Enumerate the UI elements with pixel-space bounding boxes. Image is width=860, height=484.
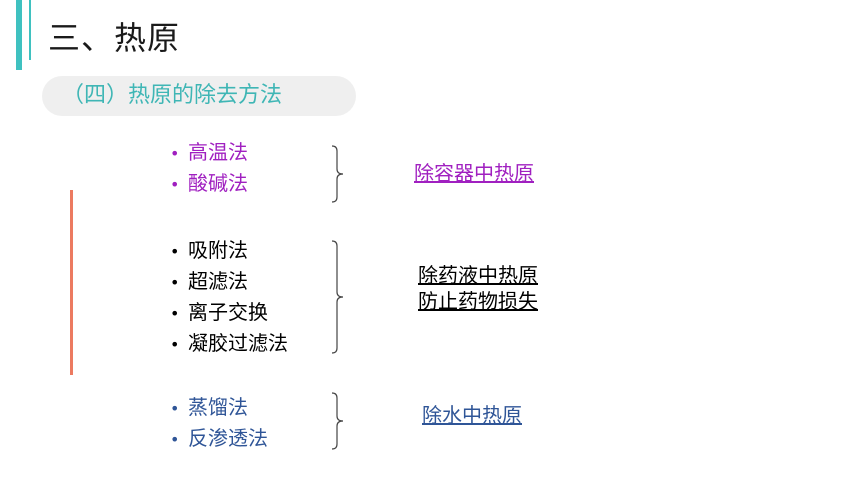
method-item: • 高温法 xyxy=(170,138,248,166)
group-result: 除水中热原 xyxy=(422,402,522,428)
bullet-icon: • xyxy=(170,335,180,354)
page-title: 三、热原 xyxy=(48,19,181,57)
result-line: 防止药物损失 xyxy=(418,289,538,313)
method-label: 高温法 xyxy=(188,140,248,164)
method-label: 蒸馏法 xyxy=(188,395,248,419)
bullet-icon: • xyxy=(170,242,180,261)
method-item: • 超滤法 xyxy=(170,267,248,295)
method-label: 离子交换 xyxy=(188,300,268,324)
result-line: 除容器中热原 xyxy=(414,161,534,185)
bullet-icon: • xyxy=(170,273,180,292)
result-line: 除药液中热原 xyxy=(418,263,538,287)
right-brace-icon xyxy=(331,240,344,354)
group-result: 除药液中热原 防止药物损失 xyxy=(418,262,538,314)
bullet-icon: • xyxy=(170,430,180,449)
title-accent-line xyxy=(29,0,31,60)
right-brace-icon xyxy=(331,145,344,203)
method-item: • 反渗透法 xyxy=(170,424,268,452)
method-label: 超滤法 xyxy=(188,269,248,293)
method-item: • 吸附法 xyxy=(170,236,248,264)
method-item: • 蒸馏法 xyxy=(170,393,248,421)
section-subtitle: （四）热原的除去方法 xyxy=(62,83,283,108)
method-label: 吸附法 xyxy=(188,238,248,262)
result-line: 除水中热原 xyxy=(422,403,522,427)
bullet-icon: • xyxy=(170,399,180,418)
bullet-icon: • xyxy=(170,144,180,163)
method-item: • 酸碱法 xyxy=(170,169,248,197)
group-result: 除容器中热原 xyxy=(414,160,534,186)
title-accent-bar xyxy=(16,0,22,70)
method-label: 反渗透法 xyxy=(188,426,268,450)
bullet-icon: • xyxy=(170,304,180,323)
method-label: 凝胶过滤法 xyxy=(188,331,288,355)
bullet-icon: • xyxy=(170,175,180,194)
method-item: • 凝胶过滤法 xyxy=(170,329,288,357)
subtitle-pill: （四）热原的除去方法 xyxy=(42,76,356,116)
right-brace-icon xyxy=(331,392,344,450)
method-label: 酸碱法 xyxy=(188,171,248,195)
method-item: • 离子交换 xyxy=(170,298,268,326)
side-decoration-line xyxy=(70,190,73,375)
